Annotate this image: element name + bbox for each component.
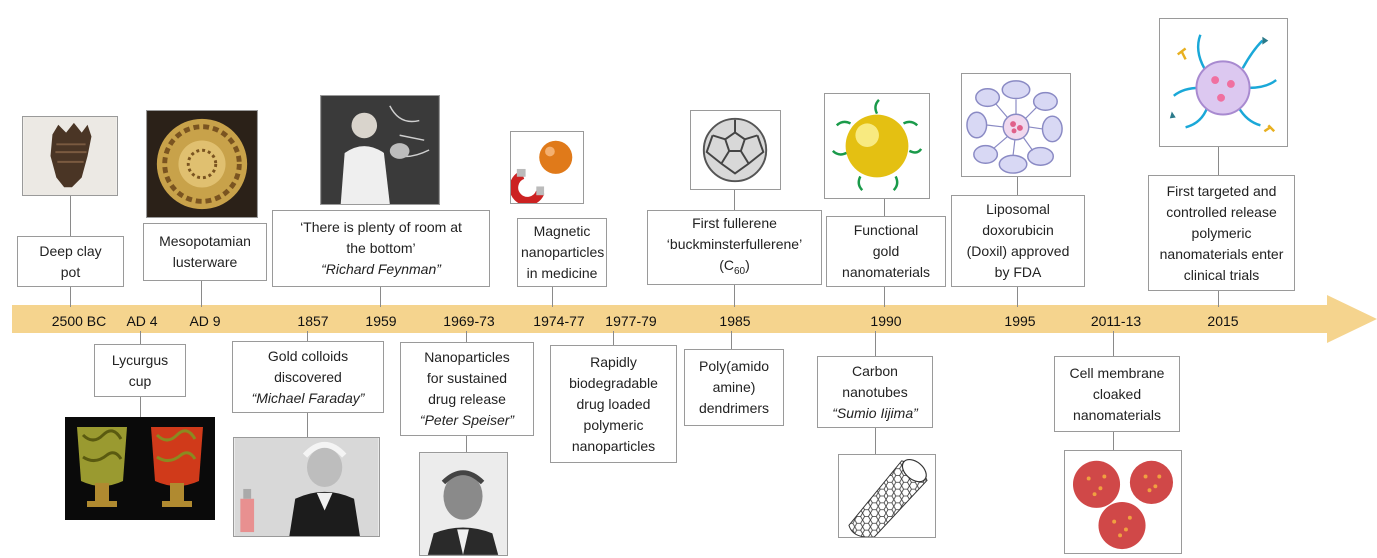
lusterware-bowl-icon: [147, 111, 257, 217]
connector-line: [380, 287, 381, 307]
year-label: AD 9: [189, 313, 221, 329]
clay-pot-icon: [23, 117, 117, 195]
connector-line: [307, 331, 308, 341]
carbon-nanotube-icon: [839, 455, 935, 537]
connector-line: [1017, 287, 1018, 307]
year-label: 1995: [1004, 313, 1036, 329]
connector-line: [70, 196, 71, 236]
gold-nanoparticle-icon: [825, 94, 929, 198]
gold-nanoparticle-image: [824, 93, 930, 199]
fullerene-image: [690, 110, 781, 190]
connector-line: [70, 287, 71, 307]
connector-line: [1113, 331, 1114, 356]
lycurgus-cup-icon: [65, 417, 215, 520]
connector-line: [140, 397, 141, 417]
year-label: 1985: [719, 313, 751, 329]
connector-line: [613, 331, 614, 345]
connector-line: [734, 285, 735, 307]
buckyball-icon: [691, 111, 780, 189]
connector-line: [140, 331, 141, 344]
liposome-image: [961, 73, 1071, 177]
faraday-image: [233, 437, 380, 537]
connector-line: [1218, 291, 1219, 307]
polymeric-nanoparticle-icon: [1160, 19, 1287, 146]
connector-line: [1113, 432, 1114, 450]
connector-line: [466, 331, 467, 342]
year-label: 1977-79: [605, 313, 657, 329]
timeline-arrow: [12, 295, 1377, 343]
year-label: 1959: [365, 313, 397, 329]
year-label: 1969-73: [443, 313, 495, 329]
feynman-image: [320, 95, 440, 205]
polymeric-nanoparticle-image: [1159, 18, 1288, 147]
feynman-photo-icon: [321, 96, 439, 204]
magnet-image: [510, 131, 584, 204]
magnet-nanoparticle-icon: [511, 132, 583, 203]
connector-line: [875, 331, 876, 356]
clay-pot-image: [22, 116, 118, 196]
connector-line: [307, 413, 308, 437]
year-label: 2015: [1207, 313, 1239, 329]
year-label: 2500 BC: [51, 313, 107, 329]
connector-line: [466, 436, 467, 452]
year-label: 1974-77: [533, 313, 585, 329]
year-label: 2011-13: [1090, 313, 1142, 329]
faraday-portrait-icon: [234, 438, 379, 536]
year-label: 1857: [297, 313, 329, 329]
connector-line: [884, 287, 885, 307]
connector-line: [552, 287, 553, 307]
connector-line: [201, 281, 202, 307]
lycurgus-cup-image: [65, 417, 215, 520]
liposome-icon: [962, 74, 1070, 176]
event-first-fullerene: First fullerene‘buckminsterfullerene’ (C…: [647, 210, 822, 285]
nanotube-image: [838, 454, 936, 538]
connector-line: [1017, 177, 1018, 195]
connector-line: [884, 199, 885, 216]
cell-membrane-nanoparticle-icon: [1065, 451, 1181, 553]
connector-line: [734, 190, 735, 210]
year-label: 1990: [870, 313, 902, 329]
speiser-image: [419, 452, 508, 556]
connector-line: [875, 428, 876, 454]
cell-membrane-image: [1064, 450, 1182, 554]
connector-line: [1218, 147, 1219, 175]
speiser-portrait-icon: [420, 453, 507, 555]
lusterware-image: [146, 110, 258, 218]
connector-line: [731, 331, 732, 349]
year-label: AD 4: [126, 313, 158, 329]
